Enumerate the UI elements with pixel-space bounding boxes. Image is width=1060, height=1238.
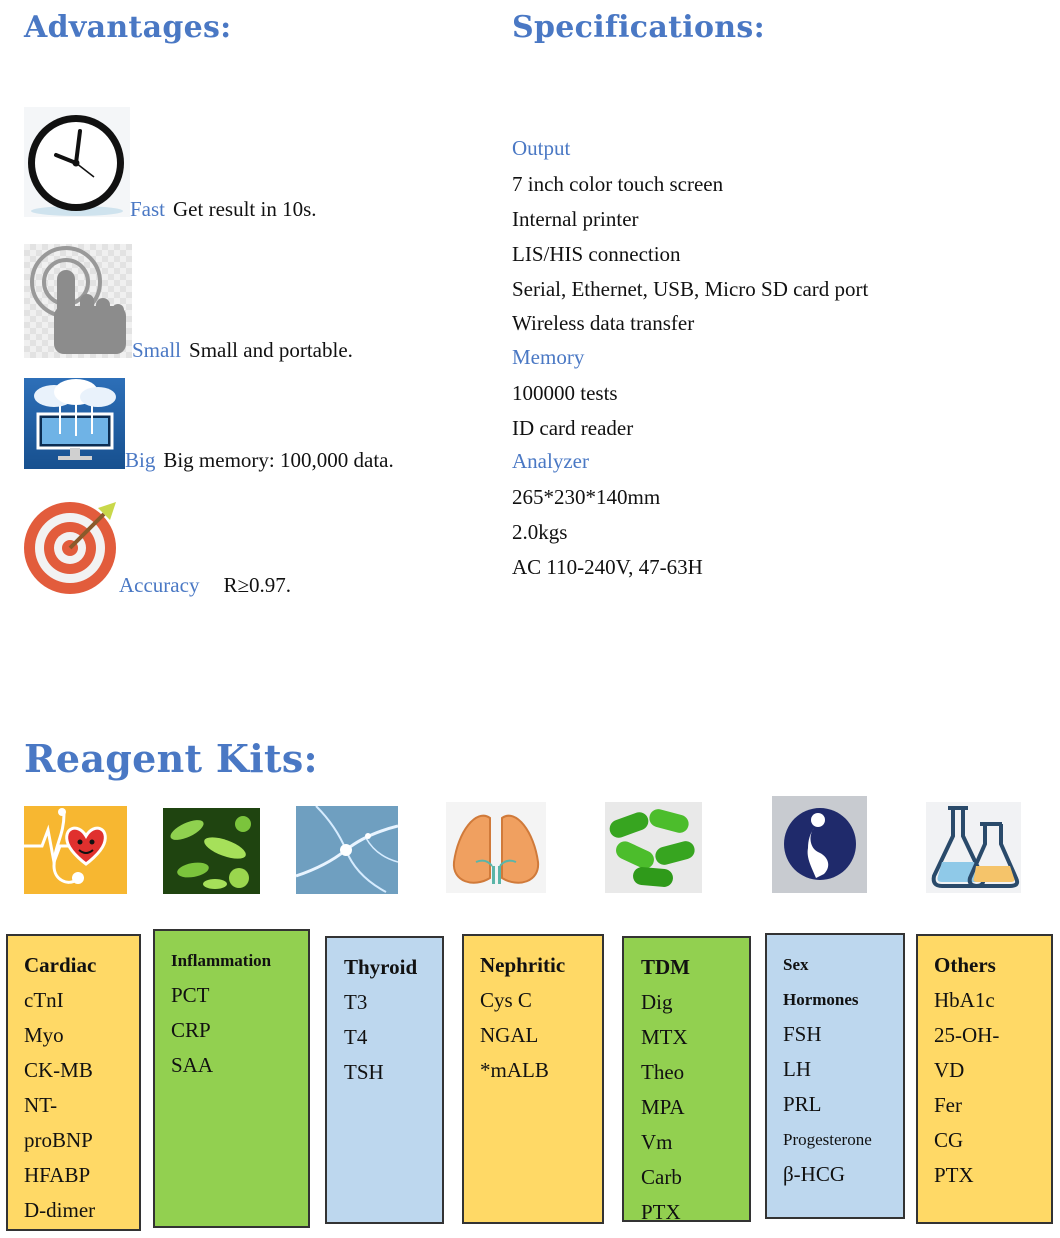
clock-icon [24, 107, 130, 217]
advantages-heading: Advantages: [24, 10, 232, 45]
kit-title: Thyroid [344, 955, 418, 979]
kit-item: PTX [641, 1200, 681, 1224]
advantage-text: Small and portable. [189, 338, 353, 362]
kit-item: PRL [783, 1092, 822, 1116]
bacteria-image [163, 808, 260, 894]
spec-category-analyzer: Analyzer [512, 449, 589, 473]
kit-item: T3 [344, 990, 368, 1014]
flasks-icon [926, 802, 1021, 893]
kit-item: MPA [641, 1095, 685, 1119]
kit-item: Cys C [480, 988, 532, 1012]
spec-item: ID card reader [512, 416, 634, 440]
kit-box-cardiac: Cardiac cTnI Myo CK-MB NT- proBNP HFABP … [6, 934, 141, 1231]
spec-item: Internal printer [512, 207, 639, 231]
spec-item: 100000 tests [512, 381, 618, 405]
spec-item: LIS/HIS connection [512, 242, 681, 266]
advantage-keyword: Big [125, 448, 156, 472]
pregnancy-icon [772, 796, 867, 893]
spec-category-output: Output [512, 136, 571, 160]
capsules-image [605, 802, 702, 893]
spec-item: 265*230*140mm [512, 485, 661, 509]
kit-item: Myo [24, 1023, 64, 1047]
kit-item: Progesterone [783, 1130, 872, 1149]
specifications-heading: Specifications: [512, 10, 765, 45]
kit-item: *mALB [480, 1058, 549, 1082]
kit-item: Theo [641, 1060, 685, 1084]
kit-item: Fer [934, 1093, 962, 1117]
advantage-fast: Fast Get result in 10s. [130, 197, 317, 222]
kit-item: D-dimer [24, 1198, 96, 1222]
kit-title: Nephritic [480, 953, 566, 977]
target-icon [24, 498, 120, 594]
kit-item: CG [934, 1128, 964, 1152]
kit-box-inflammation: Inflammation PCT CRP SAA [153, 929, 310, 1228]
heart-stethoscope-icon [24, 806, 127, 894]
spec-category-memory: Memory [512, 345, 585, 369]
kit-item: SAA [171, 1053, 214, 1077]
neuron-image [296, 806, 398, 894]
kit-title: Sex [783, 955, 809, 974]
kit-title: Hormones [783, 990, 859, 1009]
spec-item: 2.0kgs [512, 520, 568, 544]
kit-box-tdm: TDM Dig MTX Theo MPA Vm Carb PTX [622, 936, 751, 1224]
advantage-small: Small Small and portable. [132, 338, 353, 363]
kit-item: HbA1c [934, 988, 995, 1012]
kit-item: HFABP [24, 1163, 91, 1187]
kit-item: CK-MB [24, 1058, 93, 1082]
reagent-kits-heading: Reagent Kits: [24, 736, 318, 781]
kit-item: VD [934, 1058, 965, 1082]
kit-box-thyroid: Thyroid T3 T4 TSH [325, 936, 444, 1224]
kit-item: CRP [171, 1018, 211, 1042]
kit-item: cTnI [24, 988, 64, 1012]
advantage-keyword: Small [132, 338, 182, 362]
kit-item: TSH [344, 1060, 384, 1084]
kit-item: Vm [641, 1130, 673, 1154]
lungs-image [446, 802, 546, 893]
advantage-keyword: Fast [130, 197, 166, 221]
cloud-computer-icon [24, 378, 125, 469]
spec-item: Serial, Ethernet, USB, Micro SD card por… [512, 277, 869, 301]
advantage-text: R≥0.97. [223, 573, 291, 597]
kit-item: NT- [24, 1093, 58, 1117]
advantage-keyword: Accuracy [119, 573, 200, 597]
kit-item: Carb [641, 1165, 682, 1189]
kit-item: PCT [171, 983, 210, 1007]
kit-title: TDM [641, 955, 690, 979]
kit-title: Cardiac [24, 953, 97, 977]
kit-item: LH [783, 1057, 811, 1081]
kit-item: FSH [783, 1022, 822, 1046]
kit-title: Others [934, 953, 996, 977]
kit-item: NGAL [480, 1023, 539, 1047]
kit-item: β-HCG [783, 1162, 846, 1186]
spec-item: 7 inch color touch screen [512, 172, 724, 196]
kit-item: Dig [641, 990, 673, 1014]
kit-item: 25-OH- [934, 1023, 1000, 1047]
kit-item: PTX [934, 1163, 974, 1187]
kit-item: proBNP [24, 1128, 93, 1152]
kit-item: MTX [641, 1025, 688, 1049]
kit-box-sex-hormones: Sex Hormones FSH LH PRL Progesterone β-H… [765, 933, 905, 1219]
touch-hand-icon [24, 244, 132, 358]
kit-item: T4 [344, 1025, 368, 1049]
advantage-text: Get result in 10s. [173, 197, 317, 221]
spec-item: AC 110-240V, 47-63H [512, 555, 703, 579]
kit-title: Inflammation [171, 951, 272, 970]
kit-box-others: Others HbA1c 25-OH- VD Fer CG PTX [916, 934, 1053, 1224]
advantage-big: Big Big memory: 100,000 data. [125, 448, 394, 473]
advantage-accuracy: Accuracy R≥0.97. [119, 573, 291, 598]
kit-box-nephritic: Nephritic Cys C NGAL *mALB [462, 934, 604, 1224]
spec-item: Wireless data transfer [512, 311, 695, 335]
advantage-text: Big memory: 100,000 data. [163, 448, 394, 472]
